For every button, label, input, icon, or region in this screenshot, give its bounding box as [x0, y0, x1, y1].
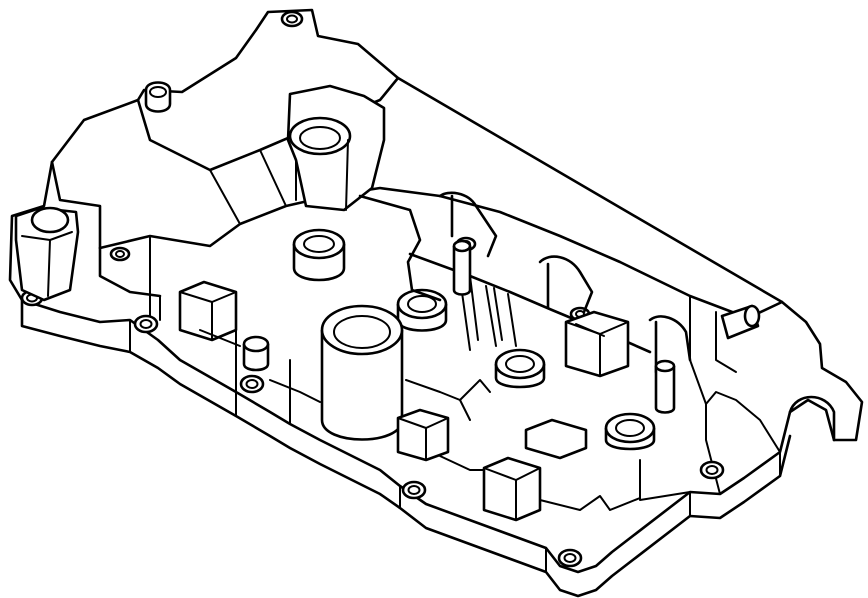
bolt-hole: [109, 246, 131, 262]
right-posts: [452, 239, 676, 414]
center-tube: [320, 304, 404, 441]
bolt-hole: [133, 314, 159, 334]
bolt-hole: [280, 10, 304, 28]
sensor-block: [178, 280, 238, 342]
breather-fitting: [715, 304, 761, 373]
sensor-block: [396, 408, 450, 462]
front-post: [242, 335, 270, 372]
plug-well: [604, 412, 656, 451]
sensor-block: [482, 456, 542, 522]
sensor-block: [524, 418, 588, 460]
bolt-hole: [144, 81, 172, 113]
cover-top-deck: [50, 76, 784, 495]
plug-well: [494, 348, 546, 389]
plug-well: [396, 288, 448, 332]
front-ribs: [159, 295, 691, 511]
sensor-block: [564, 310, 630, 378]
rear-cap: [292, 228, 346, 282]
baffle-fins: [459, 275, 517, 351]
bolt-hole: [699, 460, 725, 480]
bolt-hole: [557, 548, 583, 568]
bolt-holes: [20, 10, 725, 568]
left-end-boss: [14, 206, 80, 302]
bolt-hole: [401, 480, 427, 500]
bolt-hole: [239, 374, 265, 394]
oil-filler-neck: [286, 84, 386, 212]
